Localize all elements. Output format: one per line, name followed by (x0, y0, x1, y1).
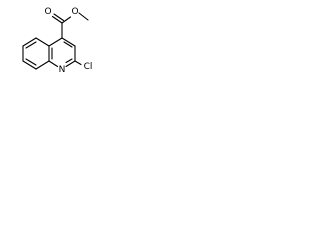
bond-c2-cl (74, 60, 82, 66)
benzene-ring (22, 37, 50, 70)
chloro-group (74, 60, 82, 66)
atom-label-carbonyl-oxygen: O (44, 7, 51, 17)
double-bond-c3-c4-inner (63, 41, 73, 48)
atom-label-ester-oxygen: O (71, 7, 78, 17)
bond-carbonyl-o-single (61, 16, 72, 24)
bond-c4a-c5 (35, 37, 50, 47)
bond-c5-c6 (22, 37, 37, 47)
bond-carbonyl-o-double-b (53, 13, 65, 22)
bond-n-c8a (48, 60, 59, 68)
atom-labels: O O N Cl (44, 7, 92, 75)
double-bond-c7-c8-inner (25, 58, 37, 66)
molecule-drawing: O O N Cl (22, 7, 92, 75)
structure-diagram: O O N Cl (0, 0, 97, 85)
bond-c2-n (65, 60, 76, 68)
bond-o-methyl (78, 12, 89, 21)
bond-c4-c3 (61, 37, 76, 47)
double-bond-c2-n-inner (65, 58, 73, 64)
atom-label-chlorine: Cl (84, 62, 93, 72)
bond-c8-c8a (35, 60, 50, 70)
atom-label-ring-nitrogen: N (59, 65, 66, 75)
ester-group (51, 12, 89, 39)
pyridine-ring (48, 37, 76, 68)
bond-c4a-c4 (48, 37, 63, 47)
double-bond-c5-c6-inner (25, 41, 37, 49)
bond-carbonyl-o-double-a (51, 15, 63, 24)
bond-c7-c8 (22, 60, 37, 70)
